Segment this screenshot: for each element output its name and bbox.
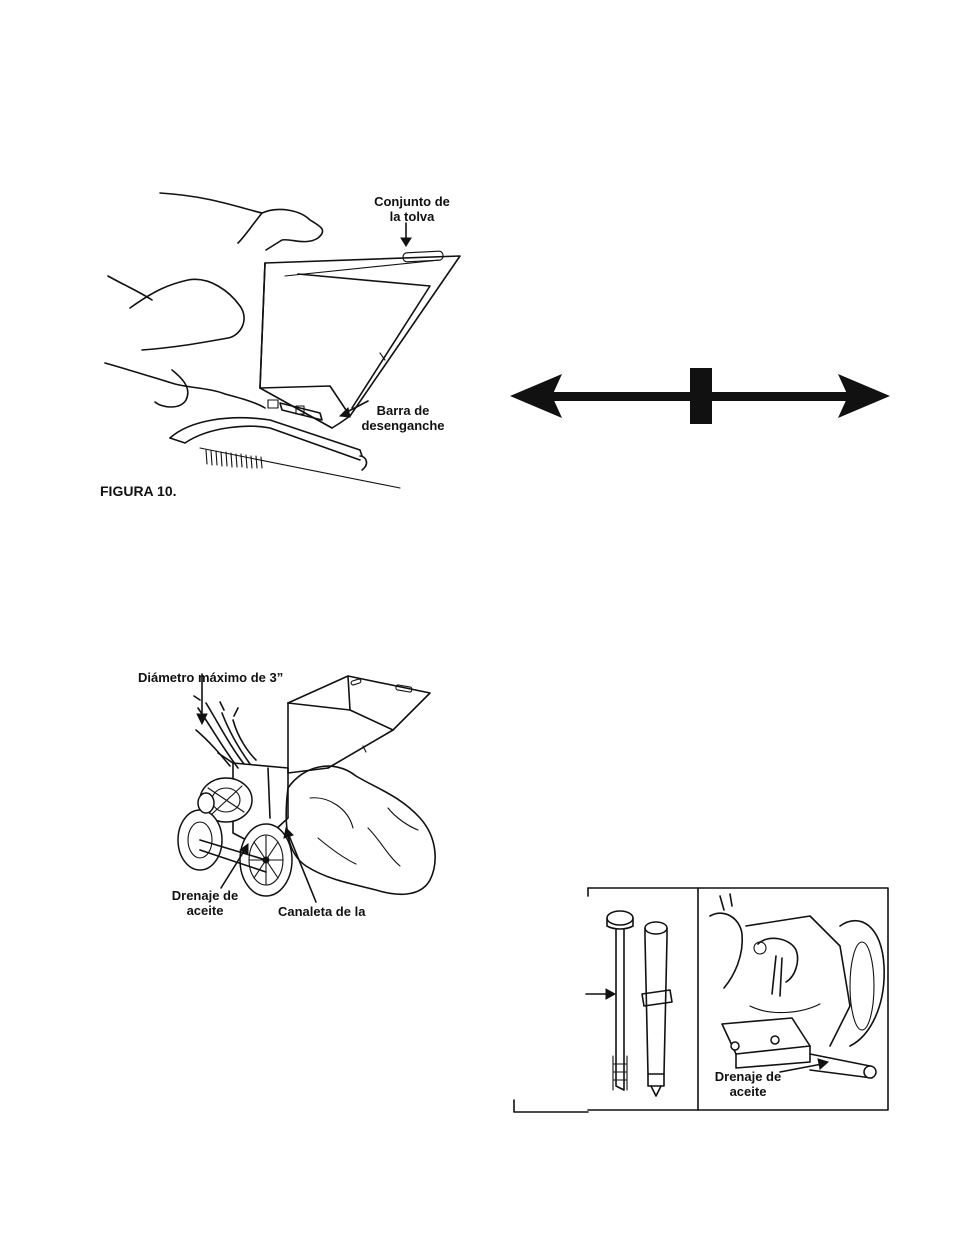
label-line: Drenaje de [706,1069,790,1084]
chipper-figure: Diámetro máximo de 3” Drenaje de aceite … [138,668,443,923]
label-line: Conjunto de [358,194,466,209]
chipper-illustration [138,668,443,923]
hopper-illustration [100,188,462,498]
label-oil-drain-engine: Drenaje de aceite [706,1069,790,1099]
label-line: aceite [160,903,250,918]
label-line: desenganche [354,418,452,433]
crop-registration-mark-icon [510,366,890,426]
label-line: Drenaje de [160,888,250,903]
label-max-diameter: Diámetro máximo de 3” [138,670,283,685]
label-line: aceite [706,1084,790,1099]
label-release-bar: Barra de desenganche [354,403,452,433]
engine-figure: Drenaje de aceite [510,886,890,1114]
figure-10: Conjunto de la tolva Barra de desenganch… [100,188,462,498]
figure-caption: FIGURA 10. [100,484,177,499]
label-line: Barra de [354,403,452,418]
engine-figure-frame [510,886,890,1114]
label-hopper-assembly: Conjunto de la tolva [358,194,466,224]
label-line: la tolva [358,209,466,224]
label-chute: Canaleta de la [278,904,365,919]
label-oil-drain: Drenaje de aceite [160,888,250,918]
